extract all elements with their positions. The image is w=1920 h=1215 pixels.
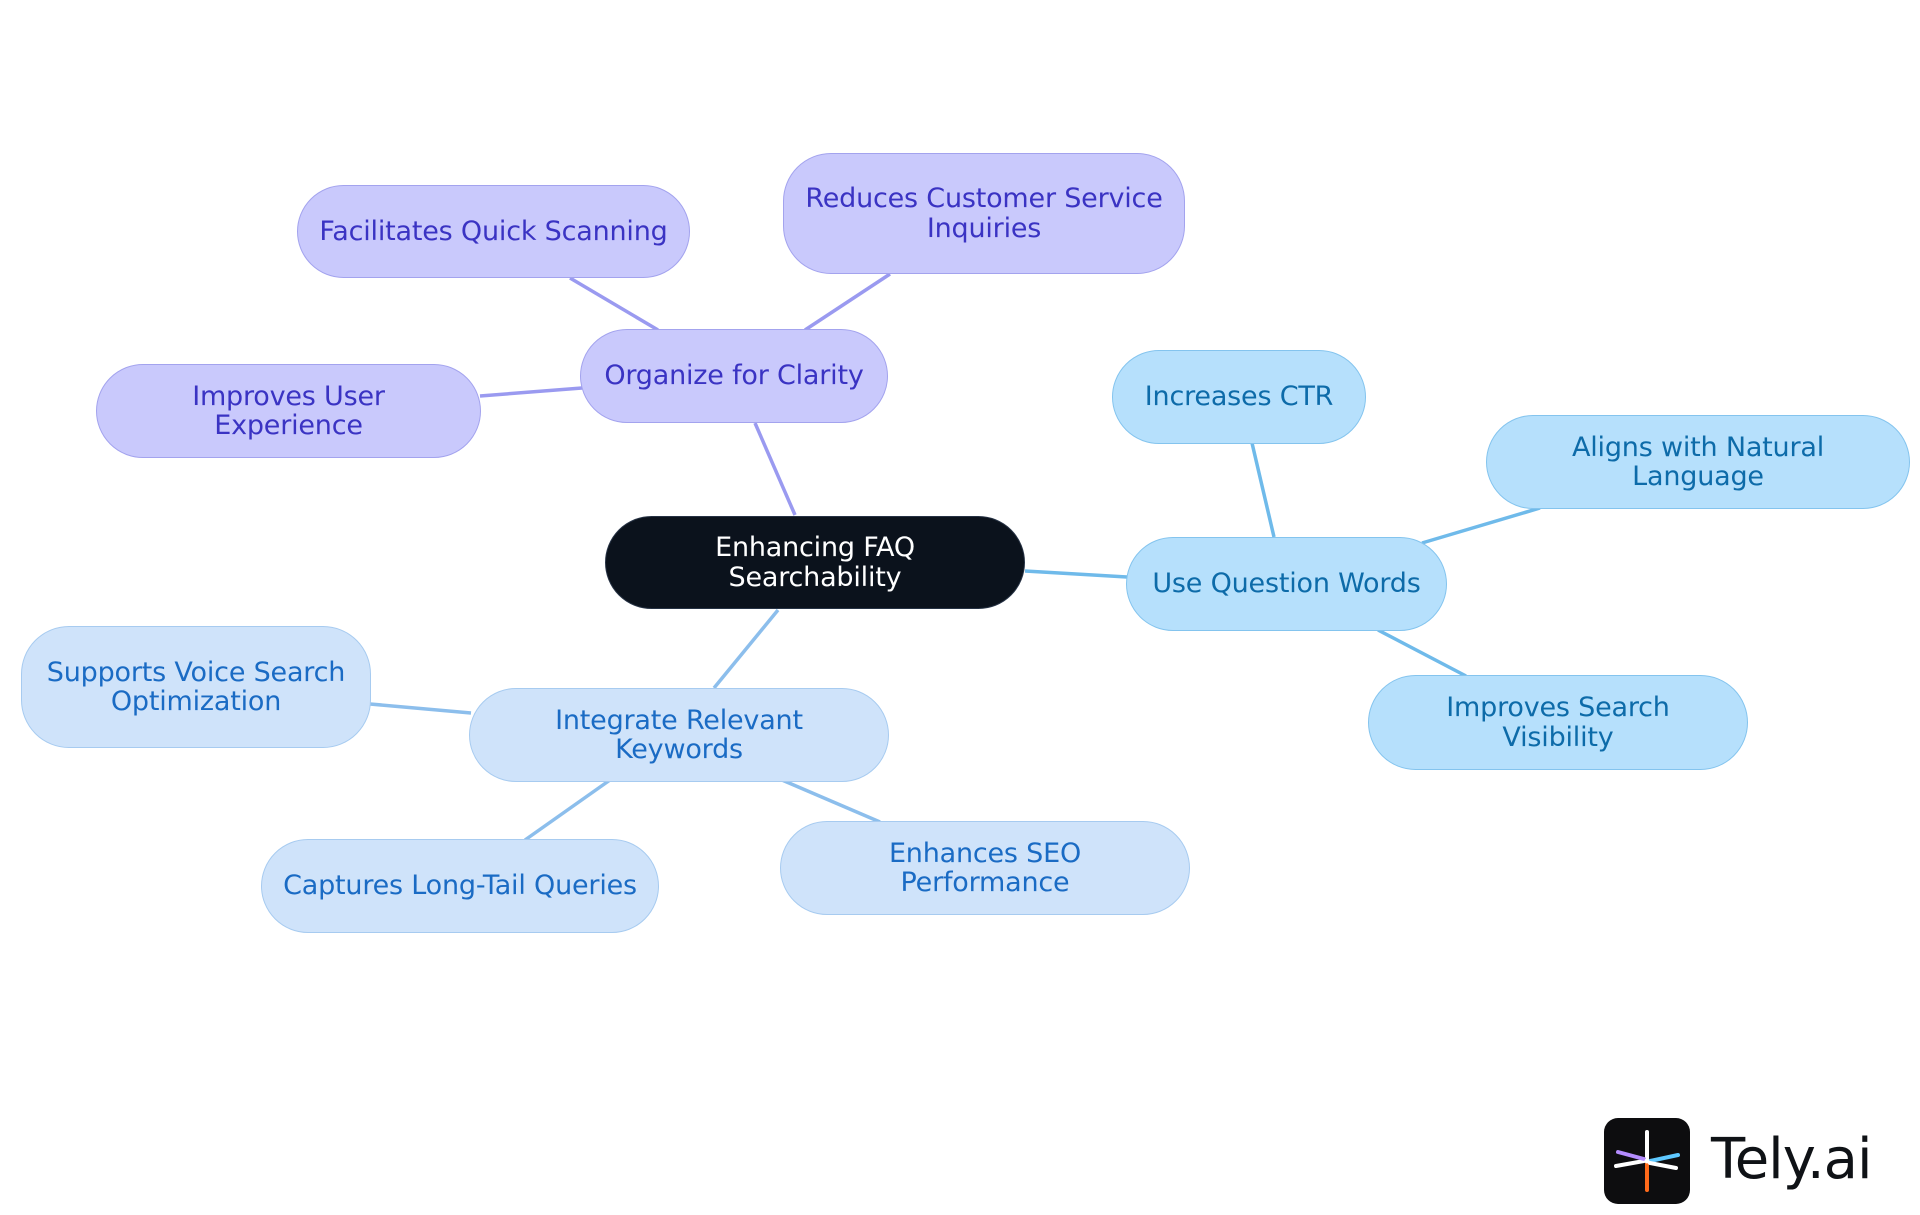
leaf-label-line-1: Reduces Customer Service (805, 183, 1163, 215)
branch-integrate-relevant-keywords: Integrate Relevant Keywords (469, 688, 889, 782)
edge-clarity-customer-service (804, 272, 891, 332)
edge-question-natural-language (1421, 506, 1541, 545)
leaf-improves-user-experience: Improves User Experience (96, 364, 481, 458)
edge-question-ctr (1250, 442, 1276, 538)
leaf-label: Aligns with Natural Language (1571, 431, 1825, 492)
root-node: Enhancing FAQ Searchability (605, 516, 1025, 609)
edge-keywords-long-tail (523, 778, 612, 842)
leaf-label: Improves User Experience (192, 380, 385, 441)
edge-question-search-visibility (1377, 628, 1467, 678)
logo-wordmark: Tely.ai (1711, 1127, 1873, 1192)
leaf-label-line-2: Optimization (110, 686, 282, 717)
branch-label: Organize for Clarity (604, 360, 864, 392)
leaf-label: Captures Long-Tail Queries (283, 870, 637, 902)
edge-clarity-user-experience (479, 386, 583, 398)
edge-root-keywords (712, 608, 780, 690)
edge-clarity-quick-scanning (569, 276, 659, 332)
leaf-improves-search-visibility: Improves Search Visibility (1368, 675, 1748, 770)
leaf-aligns-with-natural-language: Aligns with Natural Language (1486, 415, 1910, 509)
root-label: Enhancing FAQ Searchability (715, 532, 915, 593)
tely-asterisk-icon (1604, 1118, 1690, 1204)
leaf-increases-ctr: Increases CTR (1112, 350, 1366, 444)
edge-keywords-seo (781, 778, 881, 824)
leaf-facilitates-quick-scanning: Facilitates Quick Scanning (297, 185, 690, 278)
edge-keywords-voice-search (369, 702, 472, 715)
leaf-supports-voice-search-optimization: Supports Voice Search Optimization (21, 626, 371, 748)
edge-root-clarity (753, 422, 797, 516)
leaf-reduces-customer-service-inquiries: Reduces Customer Service Inquiries (783, 153, 1185, 274)
leaf-label: Improves Search Visibility (1446, 692, 1670, 753)
branch-use-question-words: Use Question Words (1126, 537, 1447, 631)
leaf-label-line-1: Supports Voice Search (46, 656, 346, 688)
leaf-captures-long-tail-queries: Captures Long-Tail Queries (261, 839, 659, 933)
leaf-label: Facilitates Quick Scanning (319, 215, 668, 247)
leaf-label: Enhances SEO Performance (888, 837, 1082, 898)
branch-organize-for-clarity: Organize for Clarity (580, 329, 888, 423)
tely-logo: Tely.ai (1604, 1118, 1884, 1204)
leaf-label: Increases CTR (1144, 381, 1334, 413)
branch-label: Use Question Words (1152, 568, 1421, 600)
leaf-enhances-seo-performance: Enhances SEO Performance (780, 821, 1190, 915)
branch-label: Integrate Relevant Keywords (555, 704, 803, 765)
edge-root-question-words (1024, 569, 1128, 579)
leaf-label-line-2: Inquiries (926, 212, 1042, 244)
